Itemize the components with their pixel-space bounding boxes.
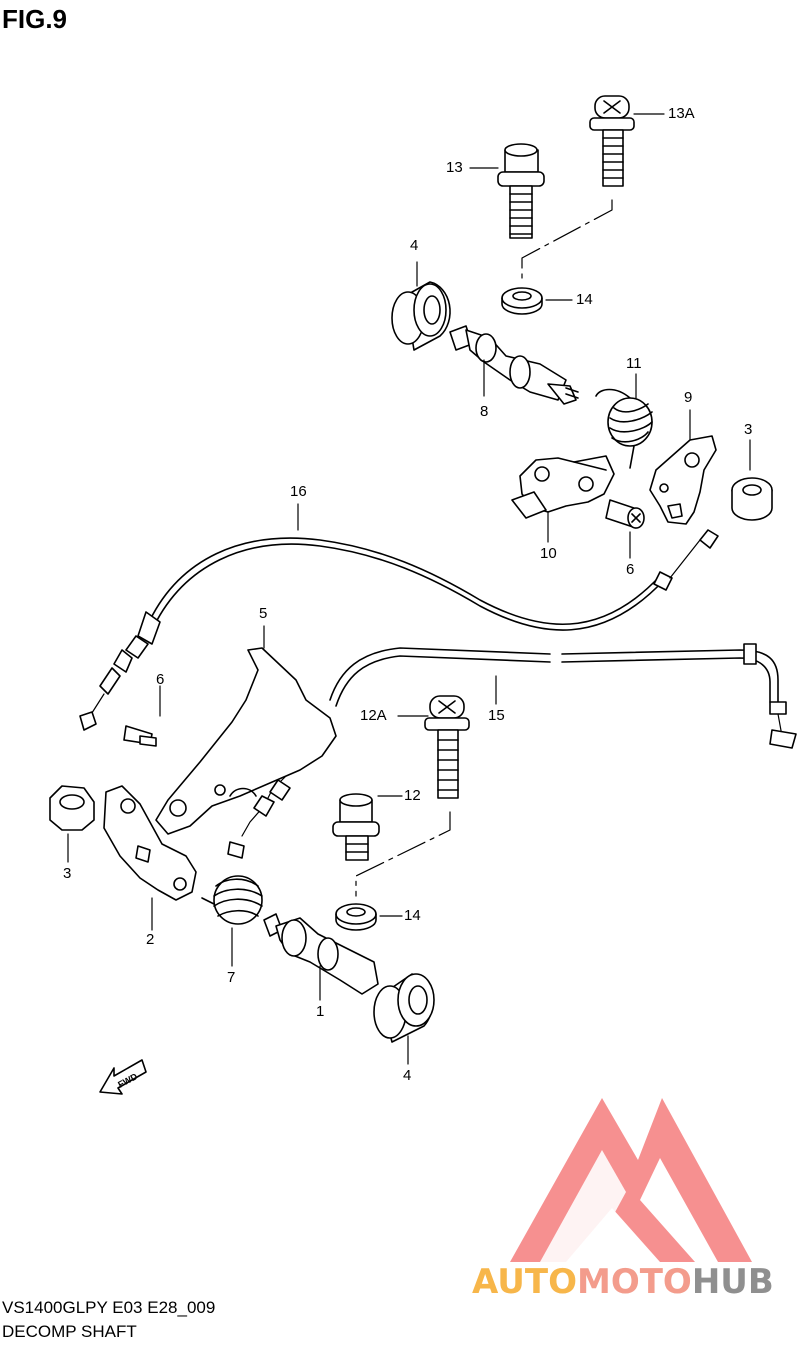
callout-6-right: 6 <box>626 561 635 578</box>
part-9-lever-plate <box>649 435 717 525</box>
part-2-lever <box>103 785 197 901</box>
watermark-part-auto: AUTO <box>472 1262 577 1302</box>
callout-7: 7 <box>227 969 236 986</box>
watermark-logo-icon <box>510 1098 752 1262</box>
footer-diagram-name: DECOMP SHAFT <box>2 1322 137 1341</box>
footer-model-code: VS1400GLPY E03 E28_009 <box>2 1298 216 1317</box>
callout-10: 10 <box>540 545 557 562</box>
callout-2: 2 <box>146 931 155 948</box>
callout-4-bottom: 4 <box>403 1067 412 1084</box>
part-13-bolt <box>497 143 545 239</box>
callout-16: 16 <box>290 483 307 500</box>
watermark-part-hub: HUB <box>691 1262 774 1302</box>
part-14-washer-bottom <box>335 903 377 931</box>
part-4-oil-seal-top <box>391 281 451 351</box>
part-6-screw-left <box>123 725 157 747</box>
callout-12: 12 <box>404 787 421 804</box>
callout-4-top: 4 <box>410 237 419 254</box>
callout-3-left: 3 <box>63 865 72 882</box>
part-12a-bolt <box>424 695 470 799</box>
callout-3-right: 3 <box>744 421 753 438</box>
watermark-part-moto: MOTO <box>576 1262 692 1302</box>
callout-15: 15 <box>488 707 505 724</box>
part-3-nut-right <box>731 477 773 521</box>
figure-title: FIG.9 <box>2 4 68 34</box>
part-10-decomp-lever <box>511 455 615 519</box>
callout-14-bottom: 14 <box>404 907 421 924</box>
part-12-bolt <box>332 793 380 861</box>
watermark-text: AUTOMOTOHUB <box>472 1262 774 1302</box>
callout-11: 11 <box>626 355 642 372</box>
callout-1: 1 <box>316 1003 325 1020</box>
callout-6-left: 6 <box>156 671 165 688</box>
part-11-spring <box>595 388 653 469</box>
part-8-decomp-shaft <box>449 325 579 405</box>
callout-14-top: 14 <box>576 291 593 308</box>
part-13a-bolt <box>589 95 635 187</box>
part-4-oil-seal-bottom <box>373 973 435 1043</box>
callout-8: 8 <box>480 403 489 420</box>
part-16-cable <box>79 529 719 731</box>
callout-12a: 12A <box>360 707 387 724</box>
part-1-decomp-shaft <box>263 913 379 995</box>
part-3-nut-left <box>49 785 95 831</box>
fwd-arrow-icon: FWD <box>99 1059 147 1095</box>
callout-9: 9 <box>684 389 693 406</box>
callout-13a: 13A <box>668 105 695 122</box>
part-14-washer-top <box>501 287 543 315</box>
callout-13: 13 <box>446 159 463 176</box>
part-15-cable <box>227 643 797 859</box>
part-5-cable-bracket <box>155 647 337 835</box>
part-6-screw-right <box>605 499 645 529</box>
part-7-spring <box>201 875 263 925</box>
callout-5: 5 <box>259 605 268 622</box>
